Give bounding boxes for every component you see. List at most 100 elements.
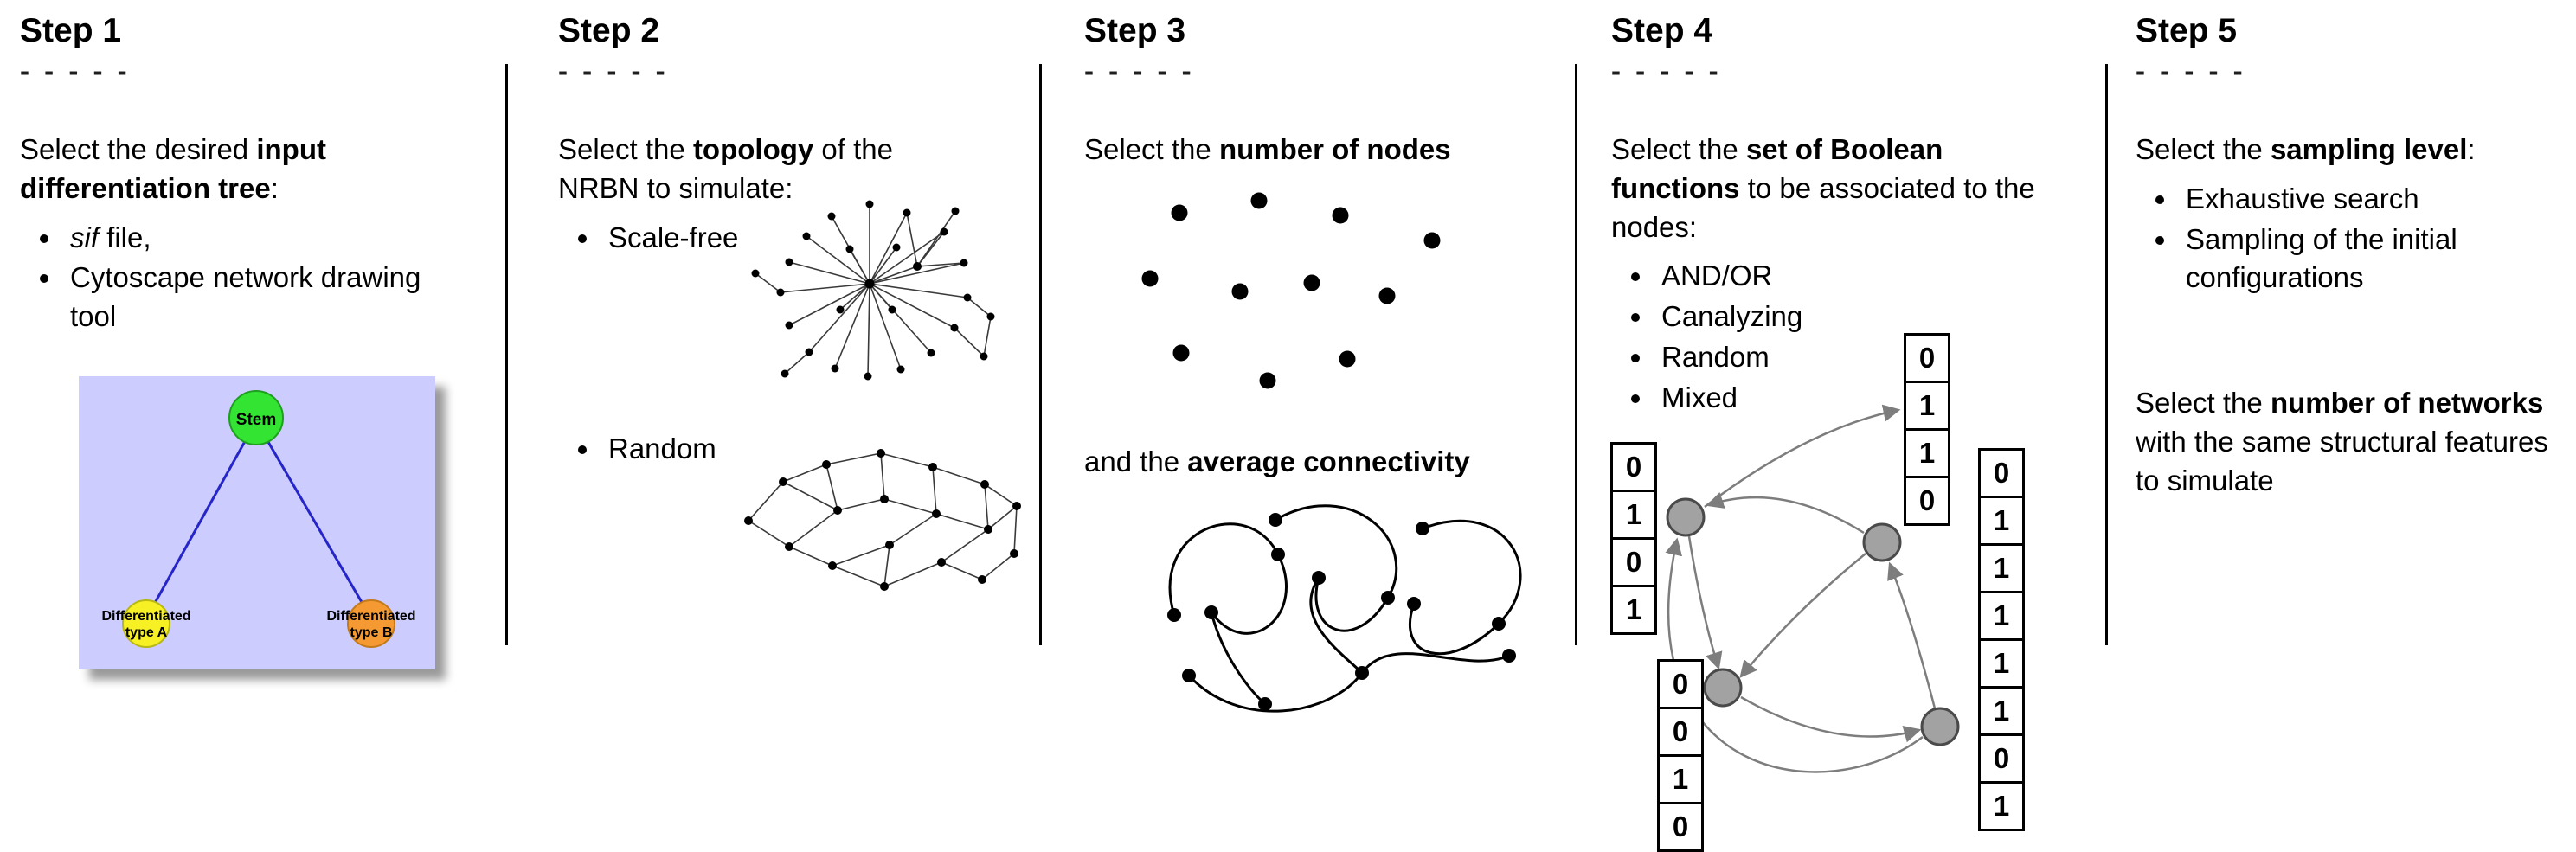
type-b-label-line2: type B — [350, 625, 393, 640]
differentiation-tree-svg: Stem Differentiated type A Differentiate… — [79, 376, 435, 669]
step-4-bullet-canalyzing: Canalyzing — [1654, 298, 2065, 336]
differentiated-type-b-node — [347, 599, 395, 648]
truth-table-cell: 1 — [1657, 754, 1704, 804]
truth-table-cell: 0 — [1978, 448, 2025, 498]
second-bold: average connectivity — [1187, 445, 1470, 477]
truth-table-right: 0 1 1 1 1 1 0 1 — [1978, 448, 2025, 831]
step-4-column: Step 4 - - - - - Select the set of Boole… — [1611, 12, 2065, 420]
tree-edge-a — [145, 420, 258, 619]
tree-edge-b — [254, 420, 373, 619]
step-2-separator: - - - - - — [558, 54, 669, 86]
truth-table-left: 0 1 0 1 — [1610, 442, 1657, 635]
column-divider — [2105, 64, 2108, 645]
second-bold: number of networks — [2270, 387, 2544, 420]
step-5-bullet-sampling: Sampling of the initial configurations — [2179, 221, 2568, 298]
truth-table-cell: 0 — [1657, 802, 1704, 852]
intro-pre: Select the — [558, 132, 693, 165]
step-4-title: Step 4 — [1611, 12, 1713, 49]
truth-table-cell: 1 — [1978, 496, 2025, 546]
differentiation-tree-graphic: Stem Differentiated type A Differentiate… — [79, 376, 435, 669]
connectivity-curves — [1168, 504, 1522, 713]
step-5-title: Step 5 — [2136, 12, 2238, 49]
truth-table-cell: 1 — [1978, 686, 2025, 736]
second-post: with the same structural features to sim… — [2136, 426, 2548, 497]
scatter-dots — [1141, 192, 1441, 389]
scale-free-network-graphic — [751, 200, 995, 381]
step-1-title: Step 1 — [20, 12, 122, 49]
step-2-bullet-scale-free: Scale-free — [601, 219, 973, 258]
step-2-bullet-list-2: Random — [558, 430, 973, 469]
random-network-nodes — [744, 449, 1021, 591]
stem-node — [228, 390, 284, 445]
step-4-intro: Select the set of Boolean functions to b… — [1611, 131, 2065, 247]
truth-table-cell: 0 — [1904, 333, 1950, 383]
sif-italic: sif — [70, 221, 99, 253]
stem-node-label: Stem — [236, 411, 276, 429]
column-divider — [1039, 64, 1042, 645]
step-1-bullet-list: sif file, Cytoscape network drawing tool — [20, 219, 427, 337]
truth-table-cell: 1 — [1978, 591, 2025, 641]
gene-node-1 — [1666, 497, 1706, 537]
truth-table-cell: 0 — [1610, 442, 1657, 492]
truth-table-cell: 1 — [1610, 490, 1657, 540]
step-1-bullet-cytoscape: Cytoscape network drawing tool — [63, 259, 427, 336]
step-3-separator: - - - - - — [1084, 54, 1195, 86]
truth-table-bottom: 0 0 1 0 — [1657, 659, 1704, 852]
random-network-edges — [748, 452, 1018, 587]
intro-pre: Select the — [1611, 132, 1746, 165]
gene-node-2 — [1862, 522, 1902, 562]
truth-table-cell: 1 — [1978, 543, 2025, 593]
type-a-label-line1: Differentiated — [101, 609, 190, 624]
step-4-bullet-and-or: AND/OR — [1654, 257, 2065, 296]
second-pre: Select the — [2136, 387, 2271, 420]
connectivity-dots — [1167, 513, 1516, 711]
truth-table-cell: 1 — [1978, 638, 2025, 689]
gene-node-3 — [1703, 668, 1743, 708]
differentiated-type-a-node — [122, 599, 170, 648]
step-5-bullet-list: Exhaustive search Sampling of the initia… — [2136, 180, 2568, 298]
step-4-bullet-list: AND/OR Canalyzing Random Mixed — [1611, 257, 2065, 418]
step-1-separator: - - - - - — [20, 54, 131, 86]
step-2-bullet-list-1: Scale-free — [558, 219, 973, 258]
truth-table-cell: 0 — [1657, 707, 1704, 757]
step-1-bullet-sif-file: sif file, — [63, 219, 427, 258]
intro-bold: sampling level — [2270, 132, 2468, 165]
intro-post: : — [270, 171, 279, 204]
step-1-intro: Select the desired input differentiation… — [20, 131, 427, 208]
nodes-scatter-graphic — [1141, 192, 1441, 389]
scale-free-nodes — [751, 200, 995, 381]
intro-pre: Select the — [1084, 132, 1219, 165]
step-4-bullet-random: Random — [1654, 338, 2065, 377]
boolean-network-graphic: 0 1 1 0 0 1 0 1 0 1 1 1 1 1 0 1 0 0 1 0 — [1608, 327, 2114, 852]
boolean-network-nodes — [1666, 497, 1960, 746]
intro-bold: set of Boolean functions — [1611, 132, 1943, 204]
truth-table-top: 0 1 1 0 — [1904, 333, 1950, 526]
step-5-column: Step 5 - - - - - Select the sampling lev… — [2136, 12, 2568, 501]
boolean-network-svg — [1665, 404, 1960, 773]
intro-bold: topology — [692, 132, 814, 165]
step-2-bullet-random: Random — [601, 430, 973, 469]
gene-node-4 — [1920, 707, 1960, 746]
step-5-separator: - - - - - — [2136, 54, 2246, 86]
intro-post: to be associated to the nodes: — [1611, 171, 2035, 243]
truth-table-cell: 1 — [1610, 585, 1657, 635]
truth-table-cell: 0 — [1904, 476, 1950, 526]
boolean-network-edges — [1665, 404, 1937, 773]
truth-table-cell: 1 — [1978, 781, 2025, 831]
truth-table-cell: 0 — [1978, 733, 2025, 784]
column-divider — [505, 64, 508, 645]
step-5-second-text: Select the number of networks with the s… — [2136, 384, 2564, 501]
truth-table-cell: 0 — [1610, 537, 1657, 587]
random-network-graphic — [744, 449, 1021, 591]
scale-free-edges — [755, 204, 992, 377]
intro-post: of the NRBN to simulate: — [558, 132, 893, 204]
type-b-label-line1: Differentiated — [326, 609, 415, 624]
step-2-title: Step 2 — [558, 12, 660, 49]
column-divider — [1575, 64, 1577, 645]
truth-table-cell: 1 — [1904, 428, 1950, 478]
intro-pre: Select the desired — [20, 132, 257, 165]
intro-bold: number of nodes — [1218, 132, 1451, 165]
step-4-bullet-mixed: Mixed — [1654, 379, 2065, 418]
step-4-separator: - - - - - — [1611, 54, 1722, 86]
step-3-title: Step 3 — [1084, 12, 1186, 49]
